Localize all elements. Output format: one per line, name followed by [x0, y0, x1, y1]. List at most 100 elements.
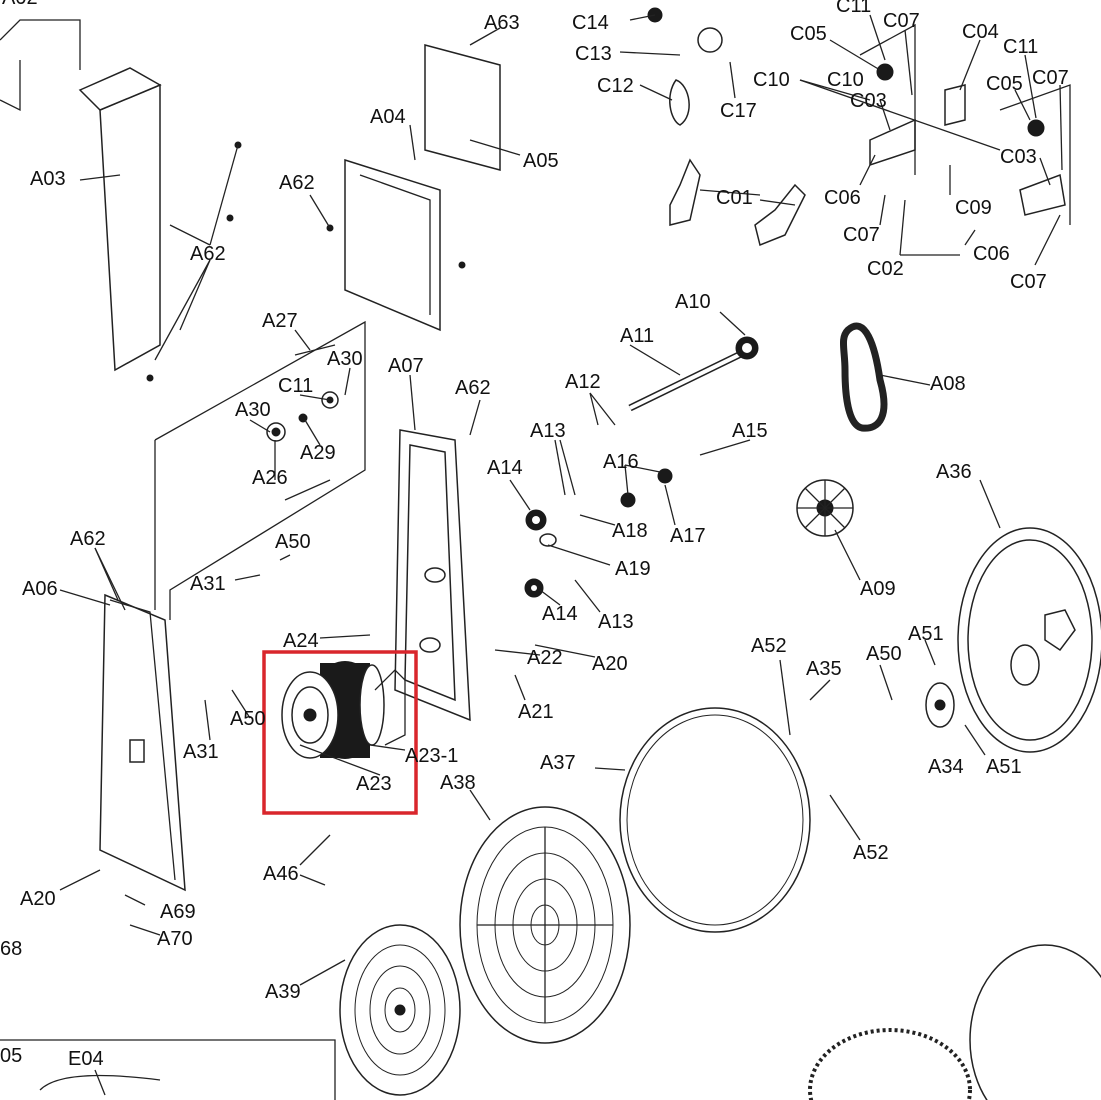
label-a70: A70: [157, 928, 193, 950]
label-a34: A34: [928, 756, 964, 778]
part-a34-hub: [925, 682, 955, 728]
label-a30-top: A30: [327, 348, 363, 370]
label-a31-lower: A31: [183, 741, 219, 763]
part-a39-grille: [339, 924, 461, 1096]
label-a29: A29: [300, 442, 336, 464]
label-c01: C01: [716, 187, 753, 209]
label-a10: A10: [675, 291, 711, 313]
label-a62-right: A62: [455, 377, 491, 399]
label-a30-left: A30: [235, 399, 271, 421]
part-a07-frame: [394, 429, 471, 722]
label-a27: A27: [262, 310, 298, 332]
label-a14-lower: A14: [542, 603, 578, 625]
label-c03-left: C03: [850, 90, 887, 112]
label-a08: A08: [930, 373, 966, 395]
label-a24: A24: [283, 630, 319, 652]
label-a21: A21: [518, 701, 554, 723]
label-c10-mid: C10: [827, 69, 864, 91]
label-a50-right: A50: [866, 643, 902, 665]
label-a19: A19: [615, 558, 651, 580]
part-a04-cover: [326, 158, 466, 332]
part-e04-box: [0, 1039, 336, 1100]
label-a06: A06: [22, 578, 58, 600]
label-a35: A35: [806, 658, 842, 680]
label-a04: A04: [370, 106, 406, 128]
label-c10-left: C10: [753, 69, 790, 91]
part-c-fittings: [647, 7, 1071, 247]
part-a03-panel: [78, 67, 242, 382]
part-a11-shaft: [628, 336, 759, 412]
label-a20-left: A20: [20, 888, 56, 910]
part-a02-bracket: [0, 19, 81, 112]
label-c17: C17: [720, 100, 757, 122]
label-a13-lower: A13: [598, 611, 634, 633]
part-a37-ring: [619, 707, 811, 933]
label-c03-right: C03: [1000, 146, 1037, 168]
part-a38-fan-guard: [459, 806, 631, 1044]
label-a52-top: A52: [751, 635, 787, 657]
label-c07-top: C07: [883, 10, 920, 32]
label-c12: C12: [597, 75, 634, 97]
label-a51-bottom: A51: [986, 756, 1022, 778]
label-c05-left: C05: [790, 23, 827, 45]
label-a07: A07: [388, 355, 424, 377]
label-c11-top: C11: [836, 0, 871, 17]
part-a05-plate: [424, 44, 501, 171]
label-e05: 05: [0, 1045, 22, 1067]
leader-lines: [59, 14, 1063, 1096]
part-a06-side-panel: [99, 593, 186, 892]
label-e04: E04: [68, 1048, 104, 1070]
label-c14: C14: [572, 12, 609, 34]
label-c07-right: C07: [1032, 67, 1069, 89]
label-a13-upper: A13: [530, 420, 566, 442]
label-c05-right: C05: [986, 73, 1023, 95]
label-a23-1: A23-1: [405, 745, 458, 767]
label-a15: A15: [732, 420, 768, 442]
label-a31-upper: A31: [190, 573, 226, 595]
label-a18: A18: [612, 520, 648, 542]
label-a52-bottom: A52: [853, 842, 889, 864]
label-c06-left: C06: [824, 187, 861, 209]
label-c07-bottom: C07: [1010, 271, 1047, 293]
label-a46: A46: [263, 863, 299, 885]
label-68: 68: [0, 938, 22, 960]
label-a50-upper: A50: [275, 531, 311, 553]
label-a50-left: A50: [230, 708, 266, 730]
label-a69: A69: [160, 901, 196, 923]
part-labels: A02 A03 A04 A05 A06 A07 A08 A09 A10 A11 …: [0, 0, 1069, 1070]
label-c04: C04: [962, 21, 999, 43]
label-c07-mid: C07: [843, 224, 880, 246]
label-a17: A17: [670, 525, 706, 547]
label-c09: C09: [955, 197, 992, 219]
label-a23: A23: [356, 773, 392, 795]
label-a62-left: A62: [70, 528, 106, 550]
label-a09: A09: [860, 578, 896, 600]
label-a51-top: A51: [908, 623, 944, 645]
label-a36: A36: [936, 461, 972, 483]
label-a12: A12: [565, 371, 601, 393]
label-c02: C02: [867, 258, 904, 280]
label-c11-left: C11: [278, 375, 313, 397]
label-a22: A22: [527, 647, 563, 669]
label-a63: A63: [484, 12, 520, 34]
label-c13: C13: [575, 43, 612, 65]
part-a14-bearings: [524, 468, 673, 598]
label-a11: A11: [620, 325, 654, 347]
label-a05: A05: [523, 150, 559, 172]
part-front-drum: [808, 944, 1101, 1100]
label-c11-right: C11: [1003, 36, 1038, 58]
label-a02: A02: [2, 0, 38, 9]
label-a14-upper: A14: [487, 457, 523, 479]
label-a26: A26: [252, 467, 288, 489]
part-a08-belt: [840, 322, 888, 432]
part-a09-pulley: [796, 479, 854, 537]
label-a37: A37: [540, 752, 576, 774]
label-a20-right: A20: [592, 653, 628, 675]
label-a62-mid: A62: [190, 243, 226, 265]
part-a36-rear-housing: [957, 527, 1101, 753]
label-a16: A16: [603, 451, 639, 473]
label-c06-right: C06: [973, 243, 1010, 265]
label-a38: A38: [440, 772, 476, 794]
